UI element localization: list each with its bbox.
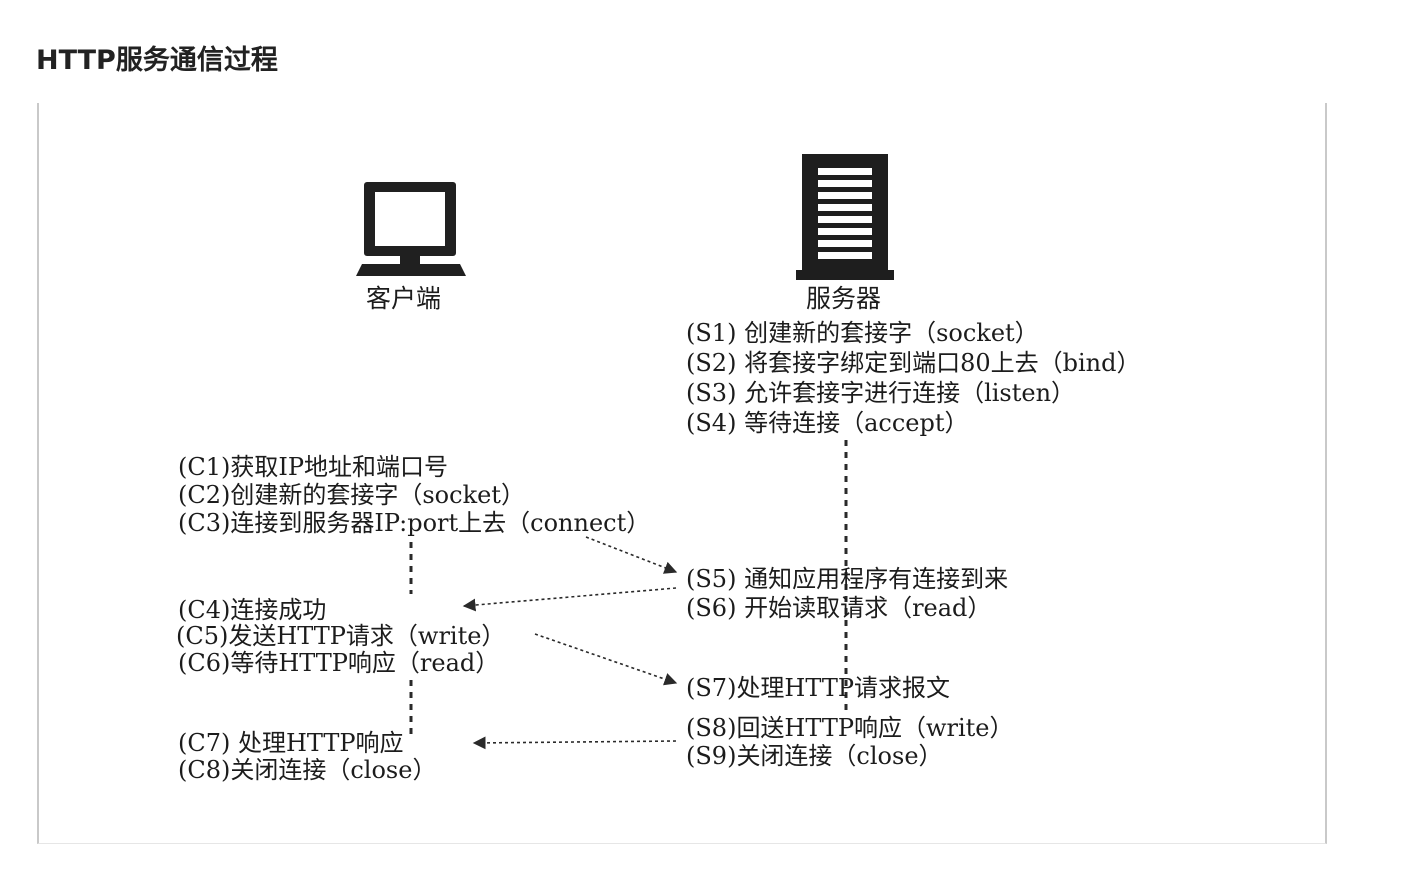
server-step-s6: (S6) 开始读取请求（read） — [686, 594, 992, 622]
client-step-c6: (C6)等待HTTP响应（read） — [178, 649, 500, 677]
client-step-c5: (C5)发送HTTP请求（write） — [176, 622, 506, 650]
server-step-s3: (S3) 允许套接字进行连接（listen） — [686, 379, 1076, 407]
client-step-c4: (C4)连接成功 — [178, 596, 327, 624]
computer-monitor-icon — [356, 182, 466, 276]
client-label: 客户端 — [366, 284, 442, 313]
client-step-c2: (C2)创建新的套接字（socket） — [178, 481, 525, 509]
client-step-c8: (C8)关闭连接（close） — [178, 756, 437, 784]
server-step-s8: (S8)回送HTTP响应（write） — [686, 714, 1014, 742]
server-step-s5: (S5) 通知应用程序有连接到来 — [686, 565, 1009, 593]
page-title: HTTP服务通信过程 — [36, 45, 278, 76]
client-step-c1: (C1)获取IP地址和端口号 — [178, 453, 448, 481]
server-tower-icon — [796, 154, 894, 280]
server-step-s7: (S7)处理HTTP请求报文 — [686, 674, 950, 702]
diagram-frame — [37, 103, 1327, 844]
server-step-s1: (S1) 创建新的套接字（socket） — [686, 319, 1039, 347]
client-step-c7: (C7) 处理HTTP响应 — [178, 729, 404, 757]
server-step-s4: (S4) 等待连接（accept） — [686, 409, 969, 437]
client-step-c3: (C3)连接到服务器IP:port上去（connect） — [178, 509, 651, 537]
server-step-s2: (S2) 将套接字绑定到端口80上去（bind） — [686, 349, 1141, 377]
server-step-s9: (S9)关闭连接（close） — [686, 742, 943, 770]
server-label: 服务器 — [806, 284, 882, 313]
